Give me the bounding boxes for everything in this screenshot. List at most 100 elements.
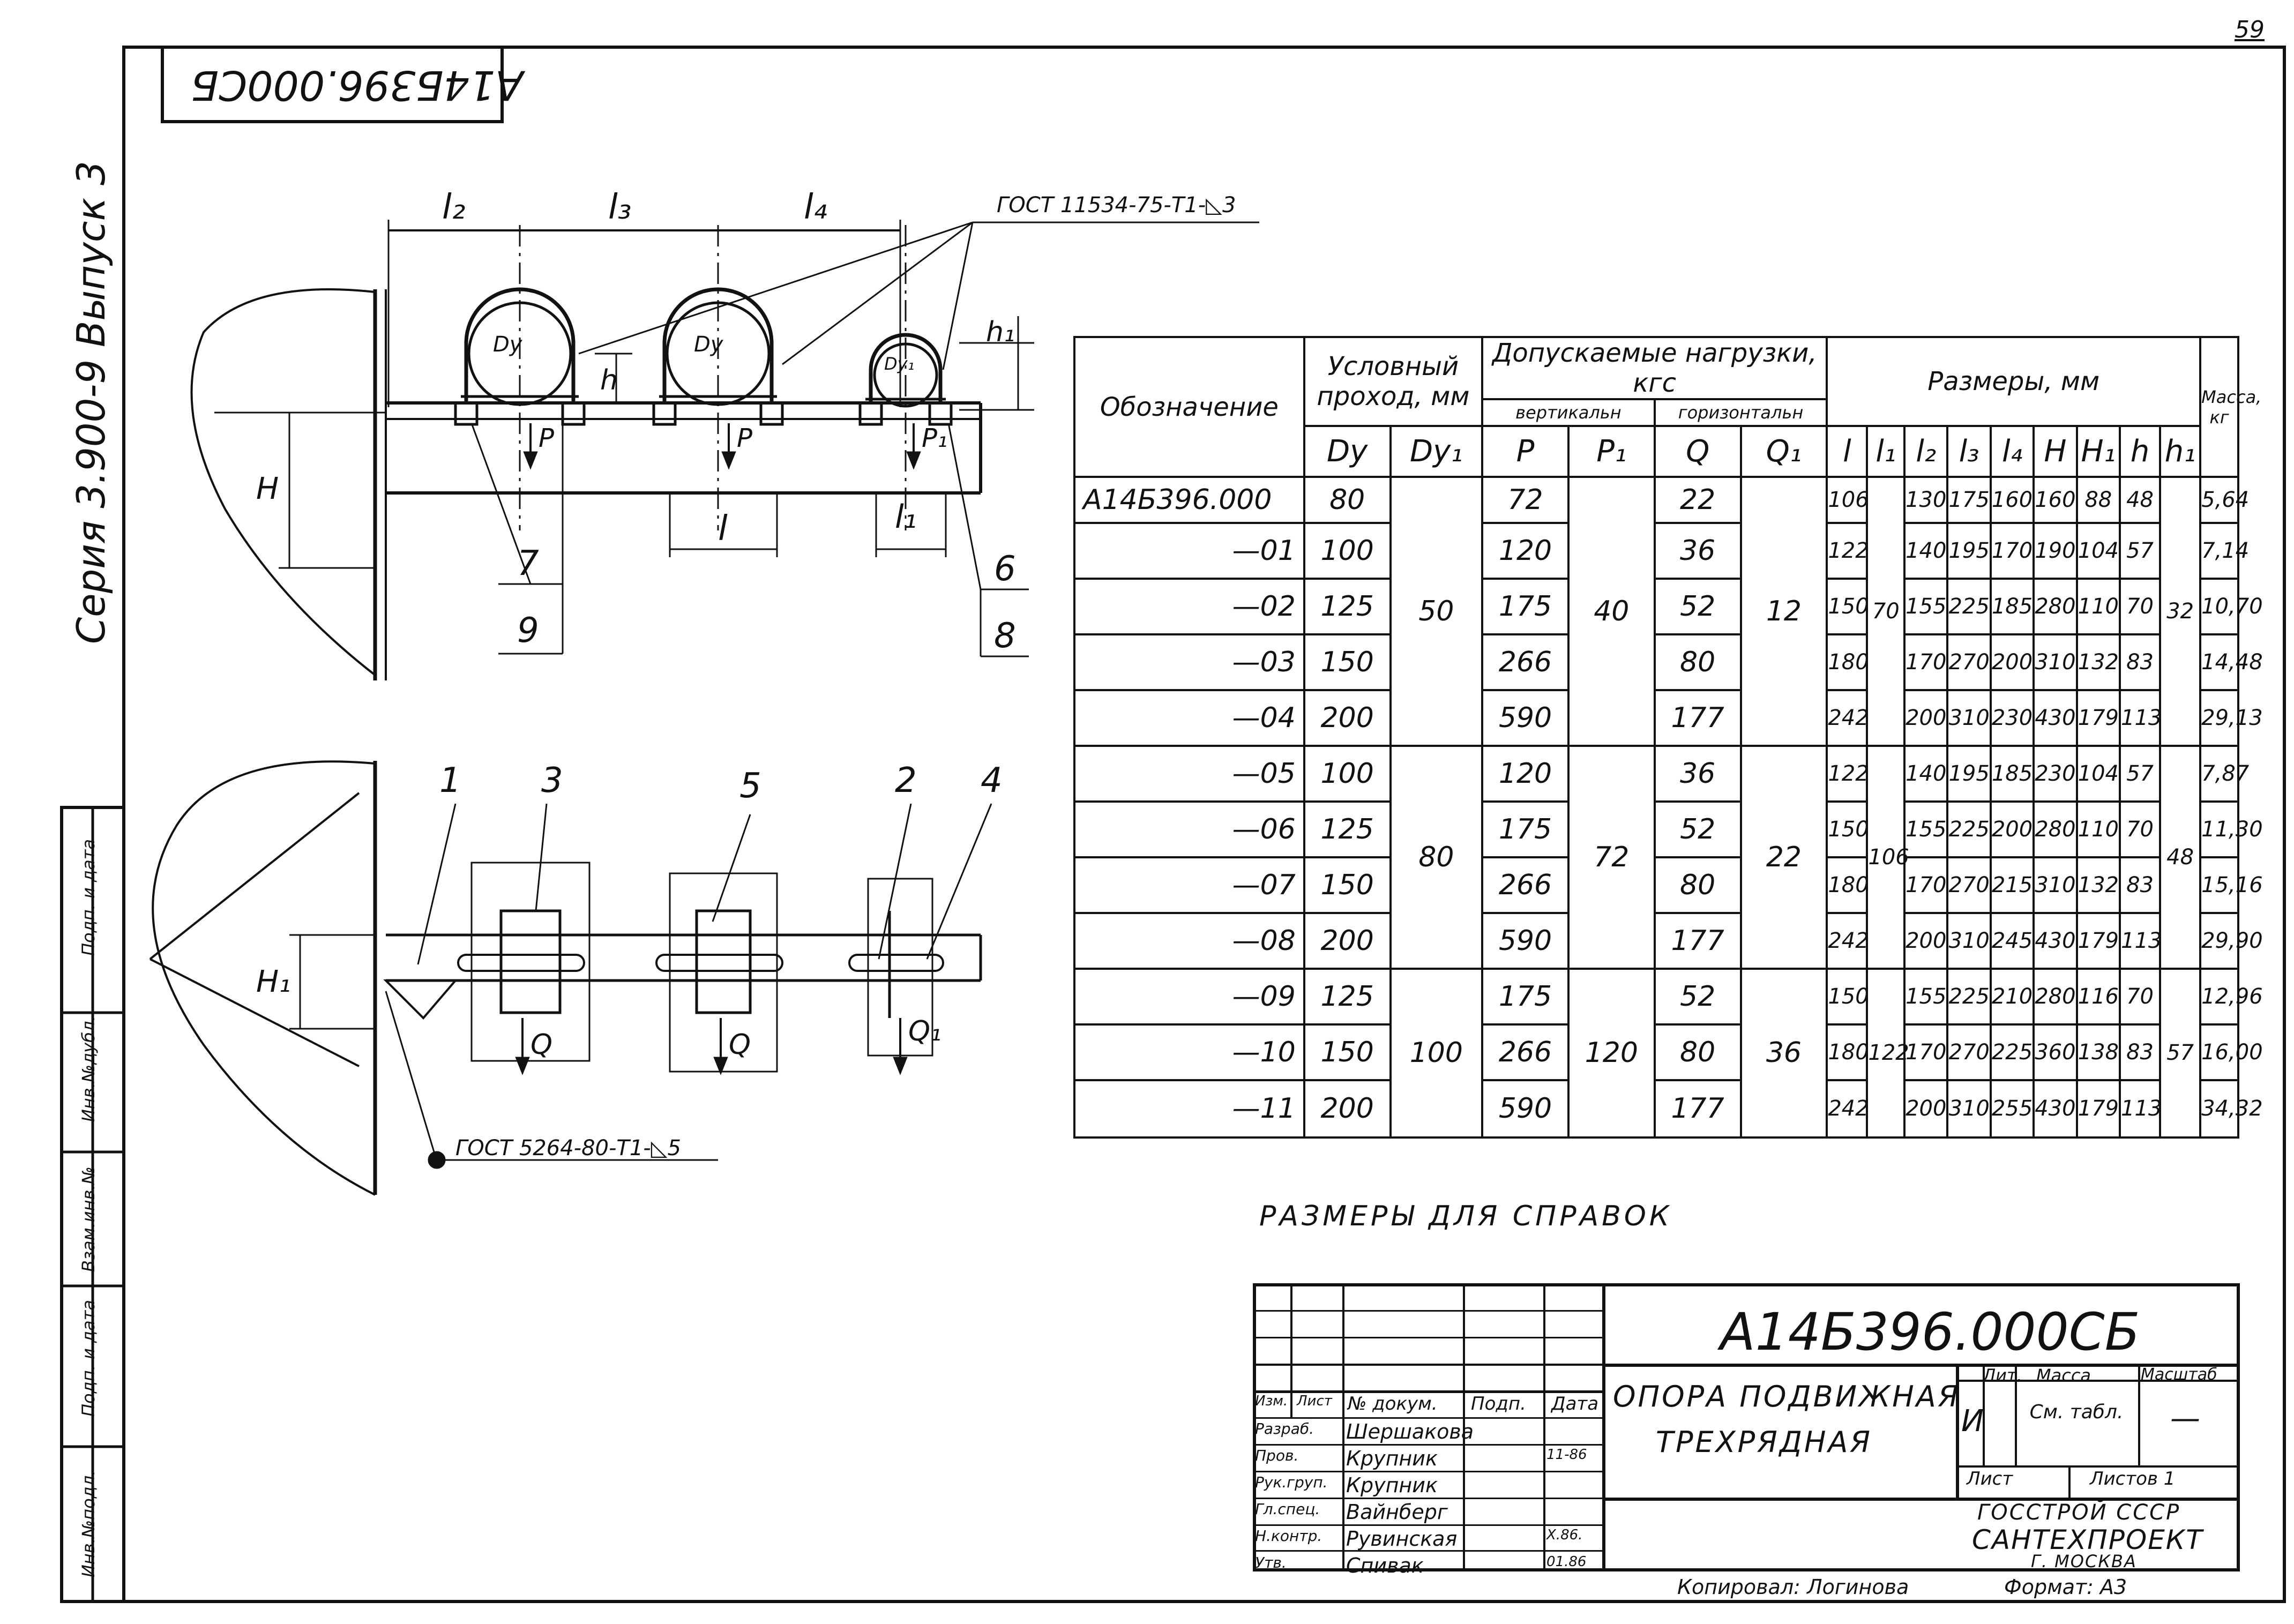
cell-mass: 29,90 bbox=[2199, 911, 2263, 970]
cell-H: 360 bbox=[2033, 1023, 2078, 1081]
tb-org-1: Госстрой СССР bbox=[1977, 1500, 2181, 1525]
cell-designation: —04 bbox=[1073, 688, 1305, 747]
cell-mass: 7,87 bbox=[2199, 744, 2249, 803]
cell-H1: 132 bbox=[2075, 633, 2121, 691]
cell-mass: 29,13 bbox=[2199, 688, 2263, 747]
cell-q: 52 bbox=[1653, 967, 1742, 1026]
load-p-1: P bbox=[539, 423, 554, 453]
tb-org-3: г. Москва bbox=[2031, 1551, 2137, 1571]
cell-H1: 179 bbox=[2075, 911, 2121, 970]
dim-h1: h₁ bbox=[986, 316, 1015, 348]
th-H: H bbox=[2033, 425, 2078, 478]
cell-l: 242 bbox=[1826, 1079, 1869, 1139]
cell-H: 280 bbox=[2033, 577, 2078, 635]
cell-l3: 195 bbox=[1946, 744, 1992, 803]
cell-designation: А14Б396.000 bbox=[1073, 476, 1305, 524]
cell-h1: 48 bbox=[2159, 744, 2202, 970]
callout-2: 2 bbox=[895, 761, 917, 800]
cell-l: 122 bbox=[1826, 521, 1869, 580]
cell-H1: 116 bbox=[2075, 967, 2121, 1026]
cell-h: 83 bbox=[2118, 856, 2162, 914]
dim-H: H bbox=[256, 472, 279, 506]
tb-mass-label: Масса bbox=[2036, 1365, 2091, 1386]
tb-sheets-label: Листов 1 bbox=[2090, 1468, 2176, 1490]
cell-designation: —07 bbox=[1073, 856, 1305, 914]
cell-l4: 245 bbox=[1989, 911, 2035, 970]
cell-dy: 125 bbox=[1303, 800, 1392, 858]
load-p-2: P bbox=[737, 423, 752, 453]
cell-mass: 11,30 bbox=[2199, 800, 2263, 858]
cell-mass: 5,64 bbox=[2199, 476, 2249, 524]
cell-mass: 7,14 bbox=[2199, 521, 2249, 580]
tb-role: Гл.спец. bbox=[1255, 1500, 1320, 1518]
cell-dy1: 80 bbox=[1389, 744, 1484, 970]
cell-h: 70 bbox=[2118, 967, 2162, 1026]
tb-scale-label: Масштаб bbox=[2141, 1365, 2217, 1384]
cell-q: 177 bbox=[1653, 911, 1742, 970]
cell-l: 180 bbox=[1826, 1023, 1869, 1081]
copied-by: Копировал: Логинова bbox=[1677, 1575, 1909, 1599]
load-q1: Q₁ bbox=[908, 1015, 941, 1047]
dim-l1: l₁ bbox=[895, 498, 917, 536]
th-bore: Условный проход, мм bbox=[1303, 336, 1484, 427]
th-p: P bbox=[1481, 425, 1570, 478]
cell-dy: 200 bbox=[1303, 1079, 1392, 1139]
cell-dy: 80 bbox=[1303, 476, 1392, 524]
tb-role: Н.контр. bbox=[1255, 1527, 1322, 1545]
cell-l4: 210 bbox=[1989, 967, 2035, 1026]
cell-h: 70 bbox=[2118, 800, 2162, 858]
cell-l4: 160 bbox=[1989, 476, 2035, 524]
cell-dy: 100 bbox=[1303, 521, 1392, 580]
cell-l3: 310 bbox=[1946, 911, 1992, 970]
cell-h: 113 bbox=[2118, 911, 2162, 970]
cell-mass: 12,96 bbox=[2199, 967, 2263, 1026]
th-q: Q bbox=[1653, 425, 1742, 478]
th-designation: Обозначение bbox=[1073, 336, 1305, 478]
tb-name: Шершакова bbox=[1346, 1420, 1474, 1443]
cell-l4: 200 bbox=[1989, 633, 2035, 691]
title-block bbox=[1253, 1283, 2240, 1571]
cell-dy1: 100 bbox=[1389, 967, 1484, 1139]
tb-name: Крупник bbox=[1346, 1447, 1438, 1470]
cell-l4: 225 bbox=[1989, 1023, 2035, 1081]
cell-h: 83 bbox=[2118, 633, 2162, 691]
cell-H: 430 bbox=[2033, 688, 2078, 747]
tb-mass-value: См. табл. bbox=[2029, 1401, 2124, 1423]
cell-p: 120 bbox=[1481, 521, 1570, 580]
th-l1: l₁ bbox=[1866, 425, 1906, 478]
cell-H1: 132 bbox=[2075, 856, 2121, 914]
top-stamp-box: А14Б396.000СБ bbox=[161, 46, 523, 123]
callout-4: 4 bbox=[981, 761, 1003, 800]
cell-p: 266 bbox=[1481, 1023, 1570, 1081]
cell-H: 310 bbox=[2033, 856, 2078, 914]
tb-name: Спивак bbox=[1346, 1554, 1424, 1577]
tb-role: Пров. bbox=[1255, 1447, 1299, 1464]
cell-p: 175 bbox=[1481, 967, 1570, 1026]
tb-hdr-list: Лист bbox=[1297, 1393, 1332, 1409]
cell-q: 52 bbox=[1653, 800, 1742, 858]
cell-l3: 195 bbox=[1946, 521, 1992, 580]
tb-role: Рук.груп. bbox=[1255, 1473, 1328, 1491]
cell-dy1: 50 bbox=[1389, 476, 1484, 747]
cell-p: 175 bbox=[1481, 800, 1570, 858]
cell-H1: 110 bbox=[2075, 800, 2121, 858]
cell-h: 113 bbox=[2118, 1079, 2162, 1139]
th-dims: Размеры, мм bbox=[1826, 336, 2202, 427]
cell-q: 177 bbox=[1653, 1079, 1742, 1139]
cell-l3: 175 bbox=[1946, 476, 1992, 524]
th-l: l bbox=[1826, 425, 1869, 478]
cell-q1: 12 bbox=[1739, 476, 1828, 747]
label-dy-2: Dy bbox=[694, 332, 723, 357]
cell-p: 590 bbox=[1481, 911, 1570, 970]
cell-l2: 155 bbox=[1903, 967, 1949, 1026]
cell-dy: 200 bbox=[1303, 911, 1392, 970]
cell-designation: —11 bbox=[1073, 1079, 1305, 1139]
tb-lit-label: Лит. bbox=[1983, 1365, 2022, 1386]
cell-designation: —03 bbox=[1073, 633, 1305, 691]
